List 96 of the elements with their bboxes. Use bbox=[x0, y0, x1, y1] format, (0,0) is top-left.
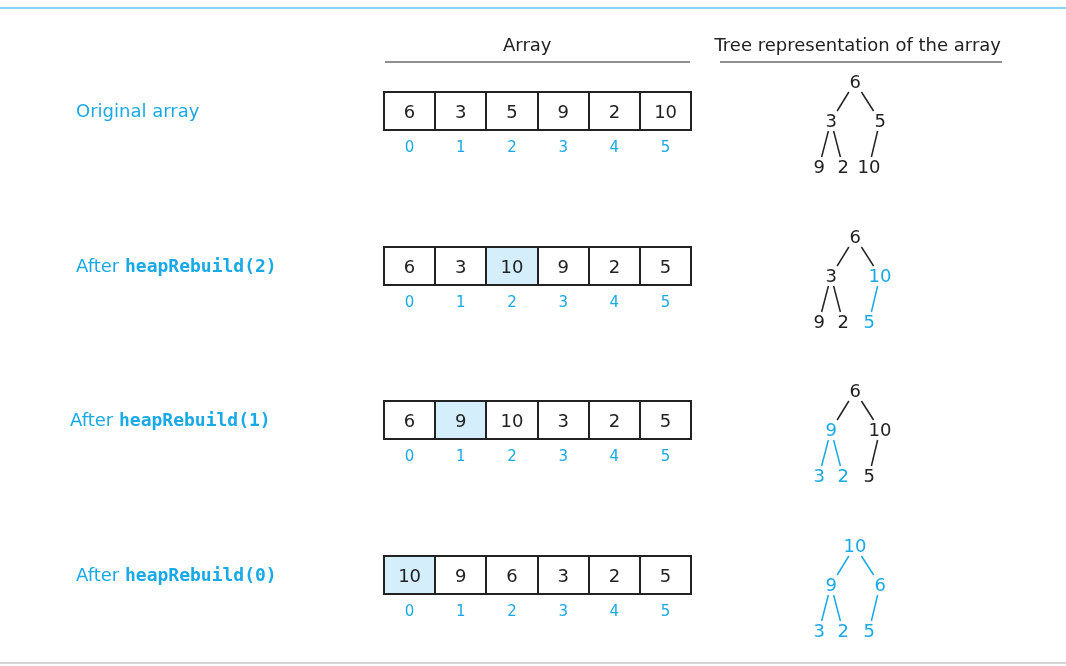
array-cell: 9 bbox=[536, 91, 590, 131]
index-number: 2 bbox=[506, 602, 518, 620]
tree-edge bbox=[832, 285, 842, 313]
array-cell: 10 bbox=[383, 555, 437, 595]
index-number: 0 bbox=[403, 138, 416, 156]
index-number: 3 bbox=[557, 447, 569, 465]
tree-node-value: 9 bbox=[825, 575, 837, 595]
tree-edge bbox=[836, 400, 850, 421]
tree-edge bbox=[870, 439, 879, 467]
index-number: 4 bbox=[608, 447, 621, 465]
array-cell: 10 bbox=[485, 400, 539, 440]
step-label: After heapRebuild(0) bbox=[76, 564, 277, 585]
index-number: 2 bbox=[506, 293, 518, 311]
tree-edge bbox=[832, 439, 842, 467]
tree-node-value: 3 bbox=[825, 111, 837, 131]
array-cell: 2 bbox=[587, 91, 641, 131]
index-number: 4 bbox=[608, 602, 621, 620]
index-number: 1 bbox=[455, 138, 467, 156]
index-number: 0 bbox=[403, 293, 416, 311]
tree-edge bbox=[820, 285, 830, 313]
tree-node-value: 6 bbox=[849, 381, 861, 401]
tree-node-value: 6 bbox=[849, 227, 861, 247]
array-cell: 10 bbox=[485, 246, 539, 286]
tree-node-value: 10 bbox=[868, 266, 892, 286]
tree-node-value: 6 bbox=[874, 575, 886, 595]
tree-node-value: 5 bbox=[863, 312, 875, 332]
tree-node-value: 2 bbox=[837, 621, 849, 641]
array-cell: 2 bbox=[587, 555, 641, 595]
tree-node-value: 10 bbox=[857, 157, 881, 177]
index-number: 4 bbox=[608, 138, 621, 156]
tree-node-value: 5 bbox=[863, 466, 875, 486]
tree-edge bbox=[836, 246, 850, 267]
index-number: 5 bbox=[659, 447, 672, 465]
step-label: Original array bbox=[76, 100, 200, 121]
array-cell: 2 bbox=[587, 400, 641, 440]
tree-node-value: 3 bbox=[813, 621, 825, 641]
tree-node-value: 9 bbox=[813, 312, 825, 332]
array-cell: 6 bbox=[383, 246, 437, 286]
tree-edge bbox=[860, 400, 875, 421]
tree-edge bbox=[820, 439, 830, 467]
tree-node-value: 9 bbox=[813, 157, 825, 177]
index-number: 0 bbox=[403, 602, 416, 620]
index-number: 2 bbox=[506, 138, 518, 156]
array-cell: 5 bbox=[639, 400, 693, 440]
index-number: 4 bbox=[608, 293, 621, 311]
tree-edge bbox=[870, 285, 879, 313]
index-number: 3 bbox=[557, 293, 569, 311]
tree-edge bbox=[870, 594, 879, 622]
tree-node-value: 3 bbox=[813, 466, 825, 486]
array-cell: 6 bbox=[485, 555, 539, 595]
tree-node-value: 5 bbox=[863, 621, 875, 641]
array-cell: 10 bbox=[639, 91, 693, 131]
index-number: 3 bbox=[557, 602, 569, 620]
index-number: 5 bbox=[659, 138, 672, 156]
array-cell: 3 bbox=[536, 555, 590, 595]
array-cell: 5 bbox=[485, 91, 539, 131]
index-number: 5 bbox=[659, 602, 672, 620]
index-number: 5 bbox=[659, 293, 672, 311]
array-cell: 5 bbox=[639, 555, 693, 595]
tree-edge bbox=[860, 246, 875, 267]
tree-node-value: 3 bbox=[825, 266, 837, 286]
tree-edge bbox=[832, 130, 842, 158]
tree-node-value: 2 bbox=[837, 466, 849, 486]
step-label: After heapRebuild(2) bbox=[76, 255, 277, 276]
array-cell: 3 bbox=[536, 400, 590, 440]
tree-edge bbox=[860, 91, 875, 112]
column-heading: Tree representation of the array bbox=[714, 34, 1001, 55]
column-heading: Array bbox=[503, 34, 552, 55]
index-number: 1 bbox=[455, 447, 467, 465]
array-cell: 9 bbox=[434, 555, 488, 595]
tree-edge bbox=[836, 91, 850, 112]
index-number: 3 bbox=[557, 138, 569, 156]
array-cell: 9 bbox=[434, 400, 488, 440]
tree-edge bbox=[860, 555, 875, 576]
tree-edge bbox=[836, 555, 850, 576]
array-cell: 9 bbox=[536, 246, 590, 286]
index-number: 2 bbox=[506, 447, 518, 465]
array-cell: 2 bbox=[587, 246, 641, 286]
array-cell: 6 bbox=[383, 91, 437, 131]
array-cell: 5 bbox=[639, 246, 693, 286]
tree-node-value: 10 bbox=[868, 420, 892, 440]
tree-node-value: 5 bbox=[874, 111, 886, 131]
index-number: 1 bbox=[455, 602, 467, 620]
tree-node-value: 2 bbox=[837, 157, 849, 177]
tree-edge bbox=[820, 594, 830, 622]
tree-edge bbox=[832, 594, 842, 622]
step-label: After heapRebuild(1) bbox=[70, 409, 271, 430]
tree-node-value: 6 bbox=[849, 72, 861, 92]
tree-edge bbox=[820, 130, 830, 158]
index-number: 0 bbox=[403, 447, 416, 465]
array-cell: 3 bbox=[434, 91, 488, 131]
index-number: 1 bbox=[455, 293, 467, 311]
tree-edge bbox=[870, 130, 879, 158]
tree-node-value: 10 bbox=[843, 536, 867, 556]
tree-node-value: 9 bbox=[825, 420, 837, 440]
tree-node-value: 2 bbox=[837, 312, 849, 332]
